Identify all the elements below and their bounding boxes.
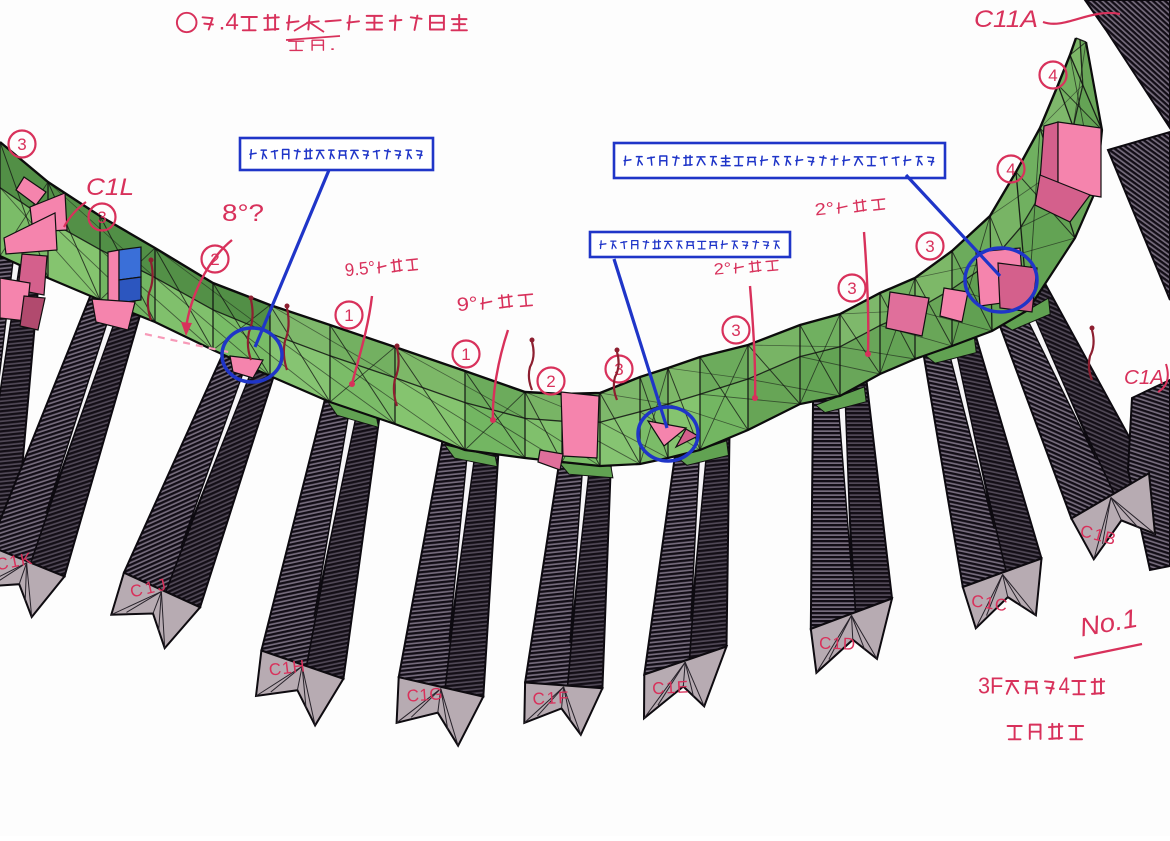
svg-text:2°: 2° bbox=[713, 260, 732, 278]
svg-text:4: 4 bbox=[1048, 66, 1057, 85]
svg-text:3F: 3F bbox=[978, 672, 1003, 698]
svg-text:1: 1 bbox=[461, 345, 470, 364]
svg-text:C1D: C1D bbox=[819, 634, 856, 654]
svg-text:C1H: C1H bbox=[268, 657, 306, 680]
svg-text:2°: 2° bbox=[814, 199, 835, 220]
svg-text:.4: .4 bbox=[219, 8, 239, 34]
svg-text:4: 4 bbox=[1059, 672, 1070, 698]
svg-text:8°?: 8°? bbox=[222, 200, 264, 227]
svg-text:C1F: C1F bbox=[532, 688, 569, 709]
svg-text:9°: 9° bbox=[456, 293, 479, 316]
svg-text:3: 3 bbox=[97, 208, 106, 227]
svg-text:1: 1 bbox=[344, 306, 353, 325]
svg-text:.: . bbox=[329, 37, 336, 54]
svg-text:4: 4 bbox=[1006, 160, 1015, 179]
svg-text:C1L: C1L bbox=[86, 174, 134, 201]
svg-text:C11A: C11A bbox=[974, 6, 1038, 33]
svg-text:C1A: C1A bbox=[1124, 367, 1164, 389]
svg-text:2: 2 bbox=[546, 372, 555, 391]
svg-text:3: 3 bbox=[17, 135, 26, 154]
svg-text:3: 3 bbox=[847, 279, 856, 298]
svg-text:9.5°: 9.5° bbox=[344, 257, 376, 280]
svg-text:C1E: C1E bbox=[652, 677, 689, 698]
svg-text:3: 3 bbox=[614, 360, 623, 379]
svg-text:C1C: C1C bbox=[970, 591, 1008, 615]
svg-text:C1G: C1G bbox=[406, 684, 443, 705]
svg-text:3: 3 bbox=[731, 321, 740, 340]
svg-text:3: 3 bbox=[925, 237, 934, 256]
